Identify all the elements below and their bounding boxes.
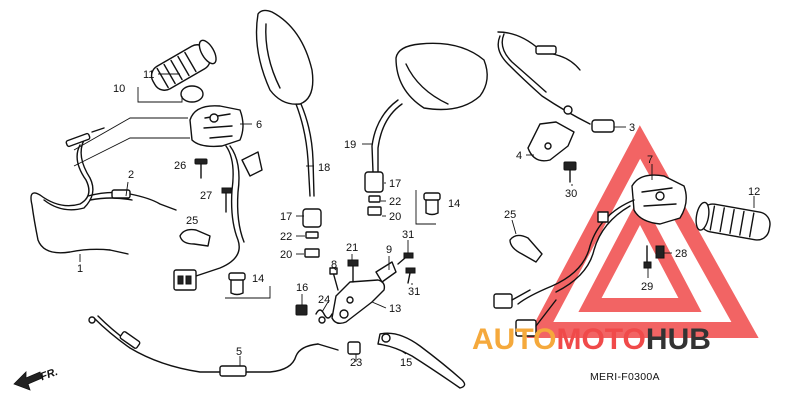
- callout-28: 28: [675, 248, 687, 260]
- cable-5: [88, 315, 339, 377]
- cap-14-left: [228, 272, 246, 296]
- watermark-text-auto: AUTO: [472, 323, 556, 356]
- diagram-code: MERI-F0300A: [590, 371, 660, 383]
- callout-5: 5: [236, 346, 242, 358]
- right-grip: [695, 201, 771, 241]
- bolt-16: [295, 304, 308, 316]
- nut-23: [347, 341, 361, 355]
- wire-band-left: [179, 228, 211, 247]
- callout-1: 1: [77, 263, 83, 275]
- leader-lines: [73, 73, 755, 366]
- callout-20-right: 20: [389, 211, 401, 223]
- lever-15: [377, 332, 466, 389]
- left-mirror: [255, 9, 322, 258]
- throttle-cable: [87, 189, 177, 211]
- callout-25-right: 25: [504, 209, 516, 221]
- callout-11: 11: [143, 69, 154, 81]
- callout-22-left: 22: [280, 231, 292, 243]
- svg-text:AUTOMOTOHUB: AUTOMOTOHUB: [472, 323, 711, 356]
- watermark-text-moto: MOTO: [556, 323, 645, 356]
- cap-14-right: [423, 192, 441, 216]
- callout-22-right: 22: [389, 196, 401, 208]
- spring-24: [315, 309, 333, 324]
- callout-25-left: 25: [186, 215, 198, 227]
- bolt-21: [347, 259, 359, 283]
- callout-23: 23: [350, 357, 362, 369]
- callout-29: 29: [641, 281, 653, 293]
- front-arrow-icon: [13, 371, 43, 391]
- callout-3: 3: [629, 122, 635, 134]
- callout-6: 6: [256, 119, 262, 131]
- watermark-wordmark: AUTOMOTOHUB: [472, 323, 711, 356]
- holder-4: [527, 121, 575, 162]
- front-arrow: FR.: [13, 366, 60, 391]
- callout-7: 7: [647, 154, 653, 166]
- bolt-29: [643, 245, 652, 269]
- callout-30: 30: [565, 188, 577, 200]
- callout-31-a: 31: [402, 229, 414, 241]
- callout-24: 24: [318, 294, 330, 306]
- callouts: 11 10 6 26 2 27 25 1 14 18 17 22 20 19 1…: [77, 69, 760, 369]
- callout-19: 19: [344, 139, 356, 151]
- callout-26: 26: [174, 160, 186, 172]
- screw-30: [563, 161, 577, 183]
- callout-15: 15: [400, 357, 412, 369]
- bolt-27: [221, 187, 232, 213]
- callout-20-left: 20: [280, 249, 292, 261]
- callout-14-left: 14: [252, 273, 264, 285]
- callout-2: 2: [128, 169, 134, 181]
- watermark-text-hub: HUB: [646, 323, 711, 356]
- callout-17-left: 17: [280, 211, 292, 223]
- bolt-26: [194, 158, 208, 179]
- callout-9: 9: [386, 244, 392, 256]
- callout-18: 18: [318, 162, 330, 174]
- watermark-logo: [526, 125, 759, 338]
- watermark-triangle-inner: [578, 194, 702, 312]
- right-switch-housing: [493, 174, 687, 337]
- callout-13: 13: [389, 303, 401, 315]
- wire-band-right: [509, 234, 543, 263]
- clutch-cable: [30, 127, 129, 255]
- callout-10: 10: [113, 83, 125, 95]
- callout-14-right: 14: [448, 198, 460, 210]
- callout-4: 4: [516, 150, 522, 162]
- callout-16: 16: [296, 282, 308, 294]
- throttle-cable-right: [497, 31, 615, 133]
- screws-31: [397, 252, 416, 284]
- watermark-triangle-outer: [526, 125, 759, 338]
- right-mirror: [364, 42, 488, 216]
- lever-bracket: [331, 261, 397, 325]
- front-label: FR.: [39, 366, 60, 383]
- callout-31-b: 31: [408, 286, 420, 298]
- bolt-28: [655, 245, 665, 259]
- callout-21: 21: [346, 242, 358, 254]
- pin-8: [329, 267, 339, 291]
- callout-27: 27: [200, 190, 212, 202]
- callout-12: 12: [748, 186, 760, 198]
- callout-8: 8: [331, 259, 337, 271]
- callout-17-right: 17: [389, 178, 401, 190]
